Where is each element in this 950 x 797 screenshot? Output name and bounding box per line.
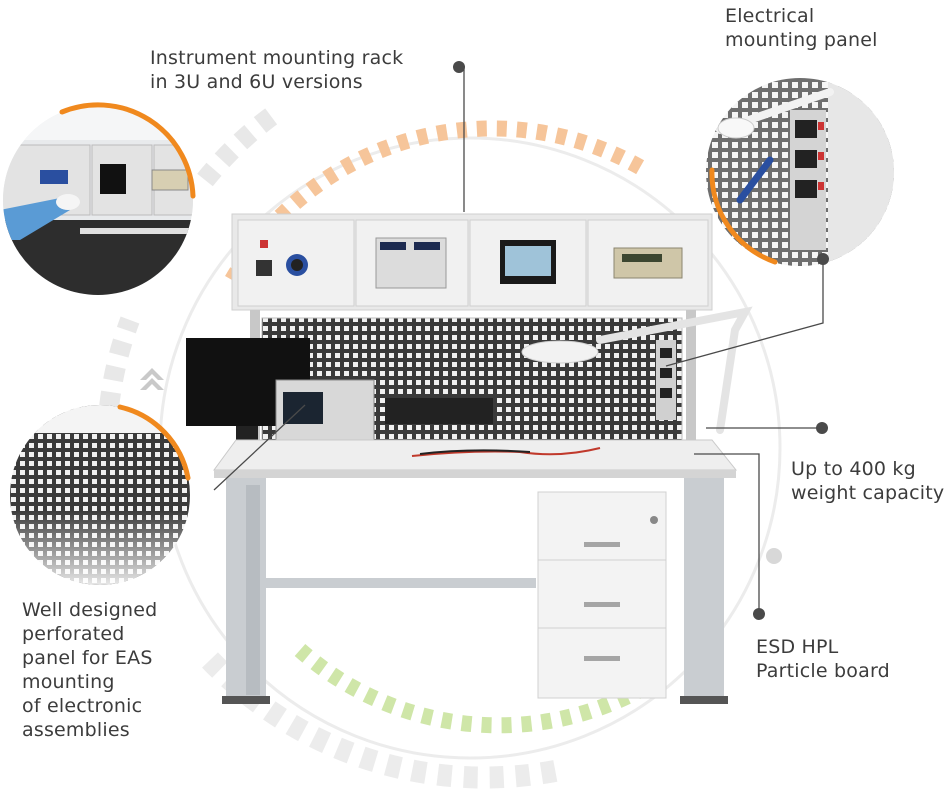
label-electrical-panel: Electrical mounting panel: [725, 5, 878, 51]
callout-dot-electrical: [817, 253, 829, 265]
label-instrument-rack: Instrument mounting rack in 3U and 6U ve…: [150, 47, 404, 93]
workbench: [186, 213, 753, 704]
instrument-rack-closeup-icon: [3, 102, 196, 295]
label-particle-board: ESD HPL Particle board: [756, 636, 890, 682]
callout-dot-board: [753, 608, 765, 620]
callout-dot-capacity: [816, 422, 828, 434]
callout-dot-rack: [453, 61, 465, 73]
label-weight-capacity: Up to 400 kg weight capacity: [791, 458, 945, 504]
perforated-panel-closeup-icon: [10, 404, 191, 585]
electrical-panel-closeup-icon: [706, 78, 894, 266]
label-perforated-panel: Well designed perforated panel for EAS m…: [22, 599, 158, 741]
chevron-up-icon: [140, 368, 164, 390]
